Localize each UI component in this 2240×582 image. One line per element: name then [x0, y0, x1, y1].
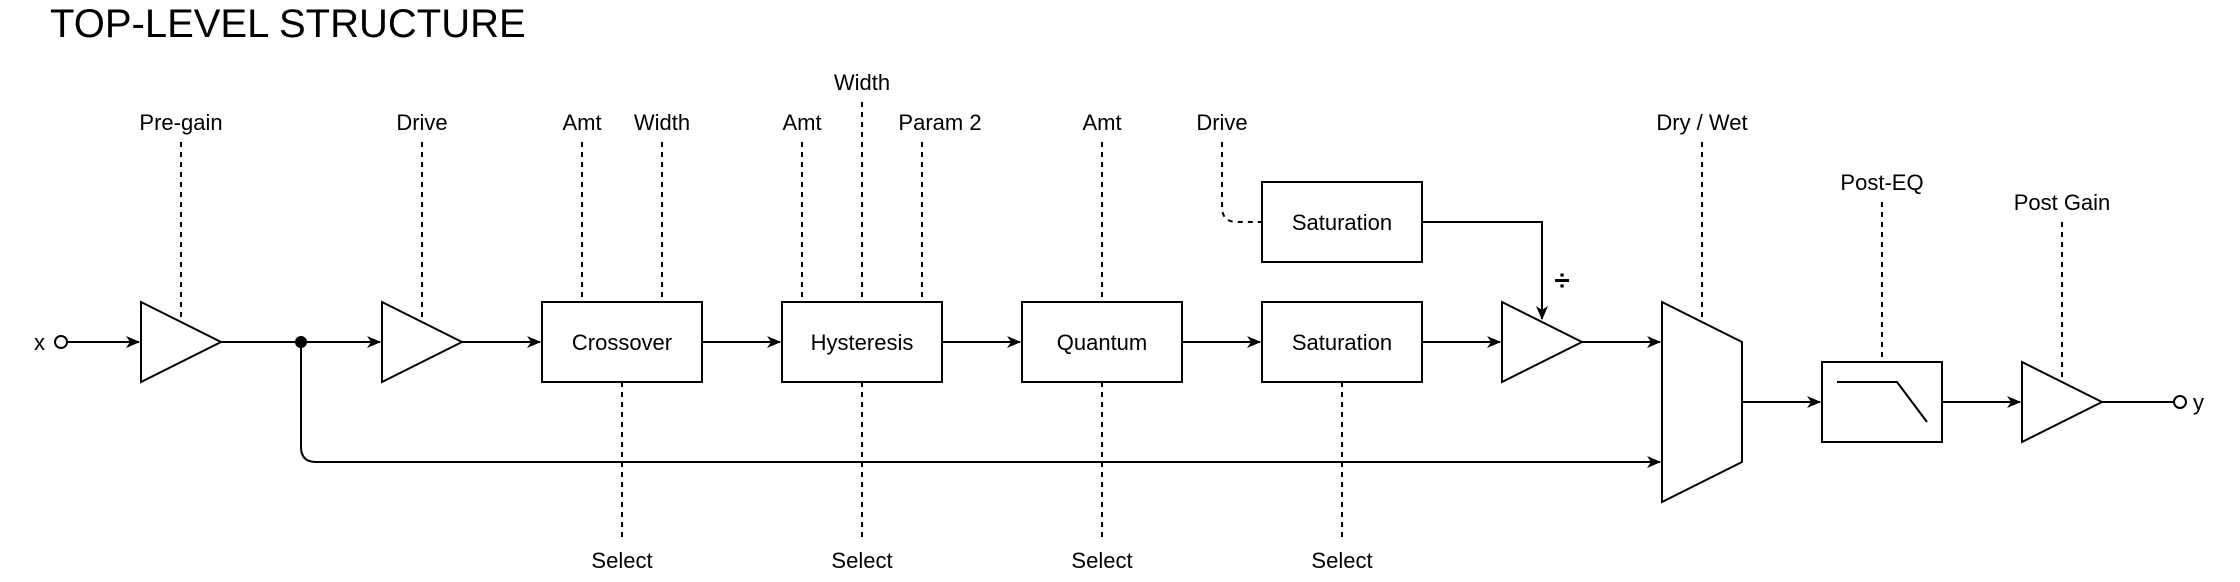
drive-param-label: Drive [396, 110, 447, 135]
quantum-label: Quantum [1057, 330, 1148, 355]
post-eq-label: Post-EQ [1840, 170, 1923, 195]
crossover-block [541, 301, 703, 383]
lowpass-filter-icon [1837, 381, 1928, 423]
hysteresis-label: Hysteresis [811, 330, 914, 355]
wire-dry-bypass [300, 342, 1661, 468]
dry-wet-label: Dry / Wet [1656, 110, 1747, 135]
input-label: x [34, 330, 45, 355]
drive-amplifier [381, 300, 465, 384]
diagram-title: TOP-LEVEL STRUCTURE [50, 2, 526, 46]
hysteresis-select-label: Select [831, 548, 892, 573]
dry-wet-mixer [1661, 300, 1743, 504]
output-terminal [2173, 395, 2187, 409]
output-label: y [2193, 390, 2204, 415]
hysteresis-param2-label: Param 2 [898, 110, 981, 135]
crossover-amt-label: Amt [562, 110, 601, 135]
wire-side-saturation-to-divider [1422, 221, 1548, 320]
crossover-label: Crossover [572, 330, 672, 355]
saturation-drive-label: Drive [1196, 110, 1247, 135]
crossover-width-label: Width [634, 110, 690, 135]
saturation-side-label: Saturation [1292, 210, 1392, 235]
quantum-amt-label: Amt [1082, 110, 1121, 135]
pre-gain-amplifier [140, 300, 224, 384]
divide-symbol: ÷ [1554, 265, 1569, 296]
hysteresis-amt-label: Amt [782, 110, 821, 135]
input-terminal [54, 335, 68, 349]
divider-amplifier [1501, 300, 1585, 384]
saturation-select-label: Select [1311, 548, 1372, 573]
pre-gain-param-label: Pre-gain [139, 110, 222, 135]
hysteresis-width-label: Width [834, 70, 890, 95]
quantum-select-label: Select [1071, 548, 1132, 573]
saturation-main-label: Saturation [1292, 330, 1392, 355]
post-eq-block [1821, 361, 1943, 443]
post-gain-amplifier [2021, 360, 2105, 444]
post-gain-param-label: Post Gain [2014, 190, 2111, 215]
crossover-select-label: Select [591, 548, 652, 573]
saturation-drive-line [1221, 142, 1262, 223]
